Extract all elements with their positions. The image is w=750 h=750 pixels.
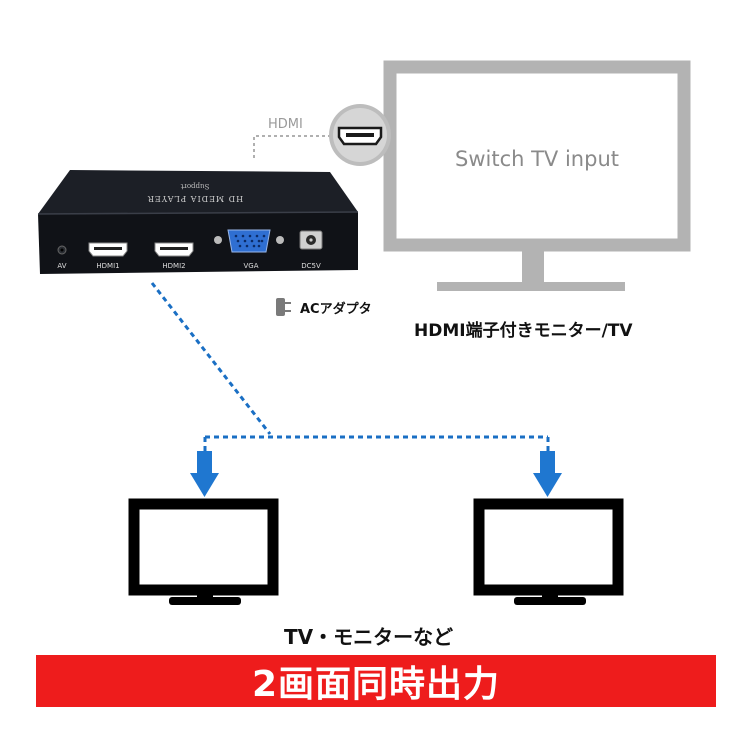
right-monitor-base	[514, 597, 586, 605]
right-monitor-screen	[473, 498, 624, 596]
left-monitor-screen	[128, 498, 279, 596]
media-player-device: HD MEDIA PLAYER Support AV HDMI1 HDMI2 V…	[37, 170, 359, 274]
vga-port-icon	[214, 229, 284, 253]
big-monitor-base	[437, 282, 625, 291]
left-monitor-base	[169, 597, 241, 605]
banner-text: 2画面同時出力	[251, 664, 501, 705]
device-to-split-line	[150, 282, 272, 435]
left-small-monitor	[128, 498, 279, 605]
vga-port-label: VGA	[243, 262, 258, 270]
dc-port-label: DC5V	[301, 262, 321, 270]
device-front	[38, 212, 358, 274]
ac-adapter-label: ACアダプタ	[300, 301, 372, 317]
left-down-arrow-icon	[190, 451, 219, 497]
hdmi-port-badge	[329, 104, 391, 166]
ac-adapter-icon	[276, 298, 291, 316]
small-monitors-caption: TV・モニターなど	[284, 625, 454, 649]
right-small-monitor	[473, 498, 624, 605]
dual-output-banner: 2画面同時出力	[36, 655, 716, 707]
hdmi-link-line	[253, 135, 330, 158]
output-split-lines	[150, 282, 550, 452]
device-top-title: HD MEDIA PLAYER	[147, 194, 243, 203]
big-monitor-caption: HDMI端子付きモニター/TV	[414, 321, 633, 341]
av-port-label: AV	[57, 262, 66, 270]
device-top-subtitle: Support	[180, 182, 209, 190]
hdmi-connector-label: HDMI	[268, 117, 303, 132]
big-monitor-neck	[522, 251, 544, 289]
hdmi1-port-label: HDMI1	[96, 262, 119, 270]
big-monitor	[383, 60, 691, 291]
big-monitor-screen-text: Switch TV input	[455, 147, 619, 171]
hdmi2-port-label: HDMI2	[162, 262, 185, 270]
big-monitor-screen	[383, 60, 691, 252]
right-down-arrow-icon	[533, 451, 562, 497]
device-top	[38, 170, 358, 214]
